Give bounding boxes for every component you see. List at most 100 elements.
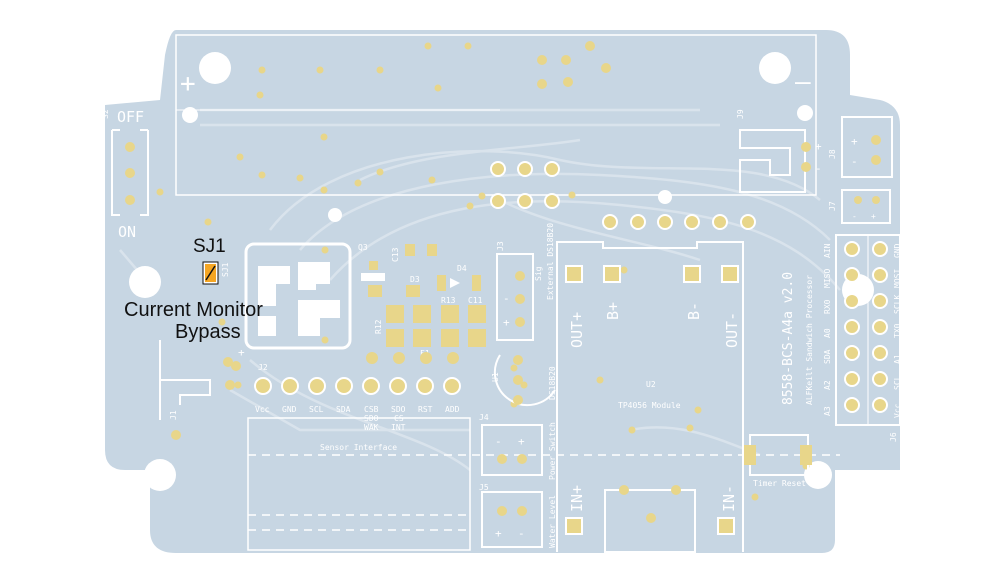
hdr-ain-label: AIN [823, 243, 832, 258]
hdr-gnd-label: GND [893, 243, 902, 258]
hdr-sda-label: SDA [823, 349, 832, 364]
hdr-a1-label: A1 [893, 354, 902, 364]
hdr-mosi-label: MOSI [893, 269, 902, 288]
board-name-label: 8558-BCS-A4a v2.0 [781, 272, 796, 405]
current-sensor-footprint [244, 242, 352, 350]
s3-label: S3 [816, 465, 826, 474]
j3-sig-label: Sig [534, 266, 543, 281]
b-plus-label: B+ [604, 302, 622, 320]
sj1-annotation-ref: SJ1 [193, 236, 226, 257]
c13-label: C13 [391, 247, 400, 262]
pin-sdo2-label: SDO [391, 405, 406, 414]
sj1-silk-label: SJ1 [221, 262, 230, 277]
j5-plus-label: + [495, 527, 502, 540]
power-switch-s2: S2 OFF ON [101, 108, 149, 241]
pin-sda-label: SDA [336, 405, 351, 414]
j6-label: J6 [889, 432, 898, 442]
b-minus-label: B- [685, 302, 703, 320]
j7-label: J7 [828, 201, 837, 211]
j3-plus-label: + [503, 316, 510, 329]
via-dots [156, 41, 810, 501]
j4-connector: - + J4 Power Switch [479, 413, 557, 480]
j5-minus-label: - [518, 527, 525, 540]
sensor-interface-area: Sensor Interface [247, 417, 840, 551]
smd-components: Q3 C13 D3 D4 R13 C11 R12 F1 [358, 243, 486, 358]
hdr-vcc-label: Vcc [893, 403, 902, 418]
j9-plus-label: + [815, 140, 822, 153]
in-plus-label: IN+ [568, 485, 586, 512]
j7-plus-label: + [871, 212, 876, 221]
hdr-sclk-label: SCLK [893, 295, 902, 314]
q3-label: Q3 [358, 243, 368, 252]
pin-wak-label: WAK [364, 423, 379, 432]
s3-timer-reset: S3 Timer Reset [744, 434, 826, 488]
pin-rst-label: RST [418, 405, 433, 414]
hdr-tx0-label: TX0 [893, 323, 902, 338]
pin-gnd-label: GND [282, 405, 297, 414]
j8-minus-label: - [851, 155, 858, 168]
hdr-miso-label: MISO [823, 269, 832, 288]
u1-ds18b20: U1 DS18B20 [491, 354, 557, 407]
annotation-line1: Current Monitor [124, 299, 263, 321]
ds18b20-label: DS18B20 [548, 366, 557, 400]
tp4056-name-label: TP4056 Module [618, 401, 681, 410]
pin-vcc-label: Vcc [255, 405, 270, 414]
j9-minus-label: - [815, 162, 822, 175]
j6-header: AIN MISO RX0 A0 SDA A2 A3 GND MOSI SCLK … [823, 234, 902, 442]
out-plus-label: OUT+ [568, 312, 586, 348]
board-subtitle-label: ALFKeilt Sandwich Processor [805, 275, 814, 405]
j3-connector: J3 Sig - + External DS18B20 [496, 223, 555, 341]
trace-layer [119, 108, 841, 471]
pin-csb-label: CSB [364, 405, 379, 414]
pin-scl-label: SCL [309, 405, 324, 414]
pcb-board [105, 30, 900, 553]
hdr-a3-label: A3 [823, 406, 832, 416]
tp4056-module: OUT+ B+ B- OUT- IN+ IN- U2 TP4056 Module [556, 241, 744, 553]
hdr-scl-label: SCL [893, 375, 902, 390]
j4-plus-label: + [518, 435, 525, 448]
j2-sensor-header: J2 + Vcc GND SCL SDA CSB SDO WAK SDO CS … [231, 346, 461, 432]
mounting-holes [129, 52, 874, 491]
switch-off-label: OFF [117, 108, 144, 126]
j2-label: J2 [258, 363, 268, 372]
j3-label: J3 [496, 241, 505, 251]
j3-minus-label: - [503, 292, 510, 305]
hdr-a2-label: A2 [823, 380, 832, 390]
sj1-solder-jumper: SJ1 [202, 261, 230, 285]
out-minus-label: OUT- [723, 312, 741, 348]
power-switch-label: Power Switch [548, 422, 557, 480]
j7-minus-label: - [852, 212, 857, 221]
tp4056-top-pads [602, 214, 756, 230]
j4-minus-label: - [495, 435, 502, 448]
j1-connector: J1 [159, 340, 235, 440]
j9-connector: J9 + - [736, 109, 822, 193]
c11-label: C11 [468, 296, 483, 305]
sensor-interface-label: Sensor Interface [320, 443, 397, 452]
j2-plus-label: + [238, 346, 245, 359]
in-minus-label: IN- [720, 485, 738, 512]
j5-label: J5 [479, 483, 489, 492]
pin-int-label: INT [391, 423, 406, 432]
j9-label: J9 [736, 109, 745, 119]
d4-label: D4 [457, 264, 467, 273]
j7-connector: - + J7 [828, 189, 891, 224]
j8-connector: + - J8 [828, 116, 893, 178]
u2-label: U2 [646, 380, 656, 389]
timer-reset-label: Timer Reset [753, 479, 806, 488]
battery-connector-pads [490, 161, 560, 209]
j5-connector: + - J5 Water Level [479, 483, 557, 548]
switch-on-label: ON [118, 223, 136, 241]
u1-label: U1 [491, 372, 500, 382]
j1-label: J1 [169, 410, 178, 420]
d3-label: D3 [410, 275, 420, 284]
battery-plus-sign: + [180, 69, 196, 99]
annotation-line2: Bypass [175, 321, 241, 343]
r12-label: R12 [374, 319, 383, 334]
hdr-rx0-label: RX0 [823, 299, 832, 314]
external-ds18b20-label: External DS18B20 [546, 223, 555, 300]
battery-minus-sign: – [795, 67, 811, 97]
r13-label: R13 [441, 296, 456, 305]
j8-label: J8 [828, 149, 837, 159]
j4-label: J4 [479, 413, 489, 422]
